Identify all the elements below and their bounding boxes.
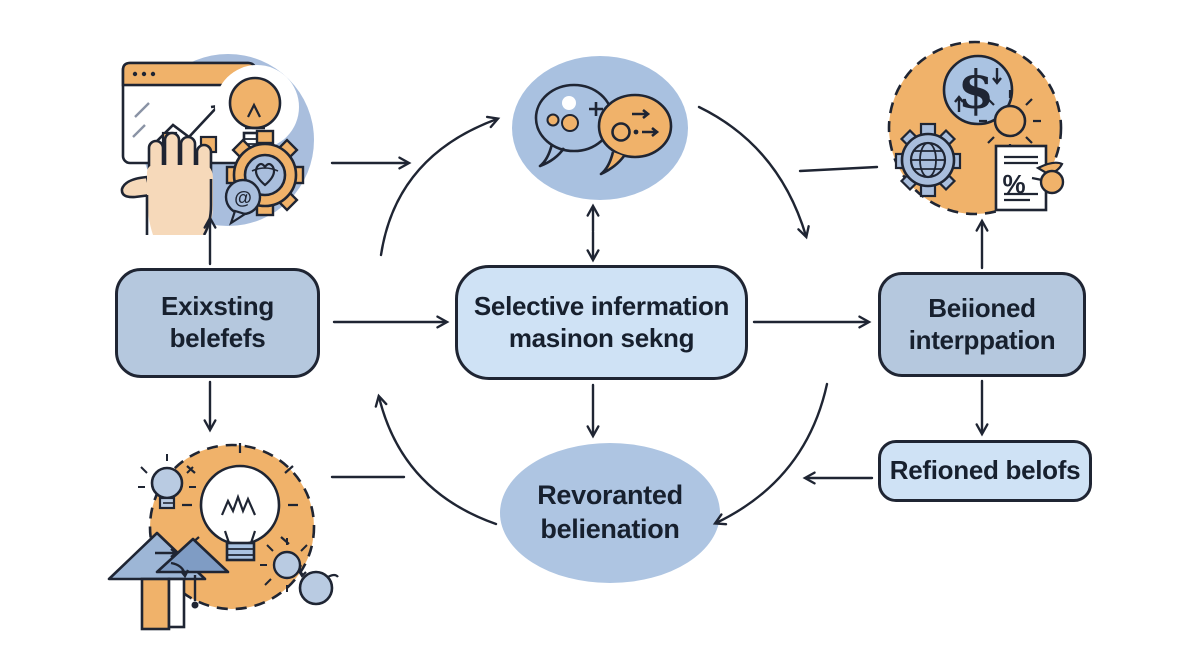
sun-icon — [979, 90, 1041, 152]
node-existing-beliefs-label: Exixsting belefefs — [161, 291, 274, 353]
arc-arrow-bottom-right — [712, 382, 829, 526]
arc-arrow-bottom-left-up — [374, 393, 498, 526]
graduation-house-arrow-icon — [107, 531, 230, 631]
top-center-ellipse — [512, 56, 688, 200]
raised-hand-icon — [120, 131, 213, 235]
svg-text:@: @ — [234, 188, 252, 208]
top-right-icon-cluster: $ % — [887, 40, 1065, 216]
speech-bubble-arrows-icon — [597, 93, 673, 176]
line-cycle-to-topright-icons — [798, 165, 879, 173]
magnifier-ball-icon — [298, 564, 339, 606]
node-reinforced-belief-label: Revoranted belienation — [537, 480, 683, 544]
node-refined-beliefs-label: Refioned belofs — [889, 455, 1081, 486]
svg-text:$: $ — [958, 60, 994, 121]
bottom-left-icon-cluster — [107, 443, 339, 631]
node-selective-info-seeking-label: Selective infermation masinon sekng — [473, 290, 730, 353]
top-left-icon-cluster: @ — [120, 54, 314, 235]
node-refined-beliefs: Refioned belofs — [878, 440, 1092, 502]
cracked-lightbulb-icon — [182, 443, 298, 562]
speech-bubbles-icon-group — [534, 83, 673, 176]
node-reinforced-belief: Revoranted belienation — [500, 443, 720, 583]
node-biased-interpretation-label: Beiioned interppation — [908, 292, 1056, 355]
sun-icon — [260, 538, 308, 592]
svg-text:%: % — [1002, 169, 1025, 199]
gear-globe-icon — [894, 122, 962, 198]
node-selective-info-seeking: Selective infermation masinon sekng — [455, 265, 748, 380]
quill-hand-icon — [1031, 161, 1065, 195]
percent-document-icon: % — [994, 144, 1065, 212]
at-speech-bubble-icon: @ — [224, 178, 262, 226]
arc-arrow-left-up — [379, 115, 501, 257]
node-biased-interpretation: Beiioned interppation — [878, 272, 1086, 377]
dollar-exchange-icon: $ — [942, 54, 1014, 126]
arc-arrow-right-down — [697, 105, 810, 240]
small-lightbulb-icon — [138, 454, 196, 510]
node-existing-beliefs: Exixsting belefefs — [115, 268, 320, 378]
